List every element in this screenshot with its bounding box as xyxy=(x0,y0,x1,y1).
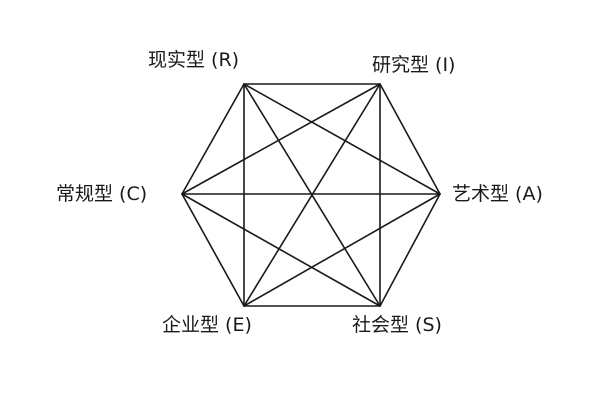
edge-E-C xyxy=(181,193,245,307)
edge-A-S xyxy=(379,193,441,307)
node-label-investigative: 研究型 (I) xyxy=(372,54,455,76)
edge-I-C xyxy=(181,83,381,195)
node-label-conventional: 常规型 (C) xyxy=(56,183,147,205)
edge-C-R xyxy=(181,83,245,195)
node-label-social: 社会型 (S) xyxy=(352,314,442,336)
diagram-edges xyxy=(181,83,441,307)
edge-R-A xyxy=(243,83,441,195)
edge-S-C xyxy=(181,193,381,307)
edge-I-A xyxy=(379,83,441,195)
edge-A-E xyxy=(243,193,441,307)
node-label-enterprising: 企业型 (E) xyxy=(162,314,252,336)
edge-I-E xyxy=(243,83,381,307)
node-label-artistic: 艺术型 (A) xyxy=(452,183,543,205)
node-label-realistic: 现实型 (R) xyxy=(148,49,239,71)
